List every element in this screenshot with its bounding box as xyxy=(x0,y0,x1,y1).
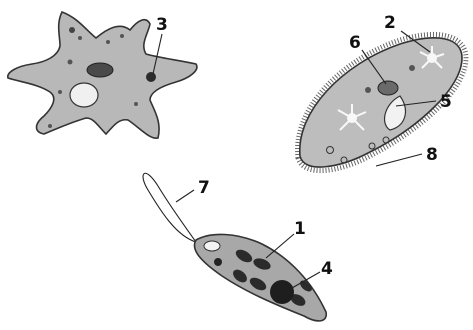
label-4: 4 xyxy=(321,259,333,279)
label-7: 7 xyxy=(198,178,210,198)
paramecium-nucleus xyxy=(378,81,398,95)
euglena-nucleus xyxy=(270,280,294,304)
label-6: 6 xyxy=(349,33,361,53)
label-3: 3 xyxy=(156,15,168,35)
amoeba-nucleus xyxy=(87,63,113,77)
label-8: 8 xyxy=(426,145,438,165)
label-5: 5 xyxy=(440,92,452,112)
label-2: 2 xyxy=(384,13,396,33)
amoeba-dark-spot xyxy=(146,72,156,82)
label-1: 1 xyxy=(294,219,306,239)
amoeba-vacuole xyxy=(70,83,98,107)
amoeba-icon xyxy=(8,12,197,138)
euglena-icon xyxy=(143,173,326,321)
euglena-flagellum xyxy=(143,173,196,242)
